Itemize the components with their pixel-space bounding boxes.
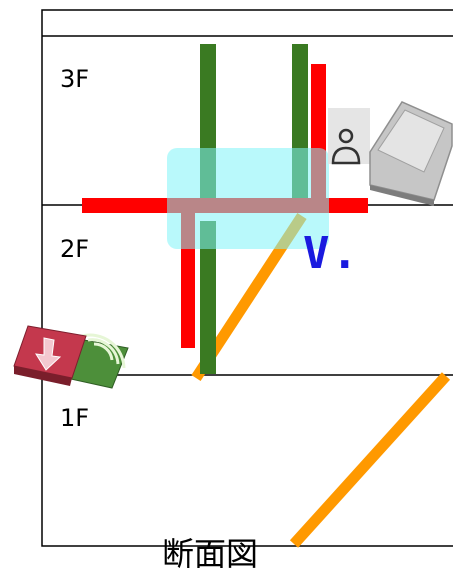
building-frame <box>41 9 453 547</box>
download-wireless-device-icon <box>13 325 129 389</box>
diagram-caption: 断面図 <box>162 535 259 573</box>
floor-label-3f: 3F <box>60 65 90 93</box>
green-pipe-left-lower <box>200 221 216 374</box>
person-camera-device-icon <box>328 101 453 206</box>
highlight-zone <box>167 148 329 249</box>
orange-duct-lower <box>289 372 451 548</box>
floor-label-1f: 1F <box>60 404 90 432</box>
marker-v: V. <box>303 228 360 279</box>
building-outline <box>41 9 453 547</box>
floor-label-2f: 2F <box>60 235 90 263</box>
